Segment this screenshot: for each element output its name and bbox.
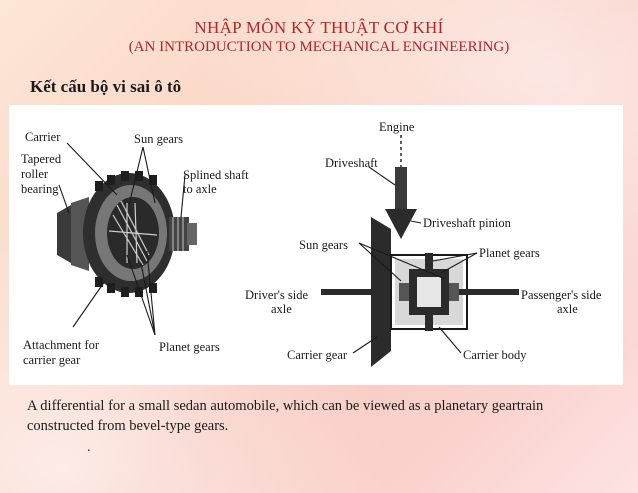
section-heading: Kết cấu bộ vi sai ô tô bbox=[30, 77, 182, 96]
label-splined-shaft: Splined shaft bbox=[183, 168, 249, 182]
differential-figure: Carrier Sun gears Tapered roller bearing… bbox=[9, 105, 623, 385]
right-leader-lines bbox=[352, 166, 478, 354]
label-engine: Engine bbox=[379, 120, 415, 134]
trailing-dot: . bbox=[87, 440, 91, 455]
label-driveshaft: Driveshaft bbox=[325, 156, 378, 170]
label-planet-gears-right: Planet gears bbox=[479, 246, 540, 260]
slide-title-vietnamese: NHẬP MÔN KỸ THUẬT CƠ KHÍ bbox=[194, 18, 444, 37]
label-carrier-gear-left: carrier gear bbox=[23, 353, 81, 367]
label-sun-gears-left: Sun gears bbox=[134, 132, 183, 146]
label-carrier-body: Carrier body bbox=[463, 348, 527, 362]
caption-line-1: A differential for a small sedan automob… bbox=[27, 398, 544, 414]
label-roller: roller bbox=[21, 167, 49, 181]
label-drivers-axle: axle bbox=[271, 302, 292, 316]
label-to-axle: to axle bbox=[183, 182, 217, 196]
label-passengers-side: Passenger's side bbox=[521, 288, 602, 302]
left-leader-lines bbox=[58, 142, 186, 336]
label-driveshaft-pinion: Driveshaft pinion bbox=[423, 216, 512, 230]
label-carrier: Carrier bbox=[25, 130, 61, 144]
label-attachment-for: Attachment for bbox=[23, 338, 100, 352]
label-bearing: bearing bbox=[21, 182, 59, 196]
differential-cutaway-drawing bbox=[57, 171, 197, 297]
label-planet-gears-left: Planet gears bbox=[159, 340, 220, 354]
label-sun-gears-right: Sun gears bbox=[299, 238, 348, 252]
label-tapered: Tapered bbox=[21, 152, 62, 166]
label-carrier-gear-right: Carrier gear bbox=[287, 348, 348, 362]
label-passengers-axle: axle bbox=[557, 302, 578, 316]
slide-title-english: (AN INTRODUCTION TO MECHANICAL ENGINEERI… bbox=[128, 39, 510, 55]
caption-line-2: constructed from bevel-type gears. bbox=[27, 418, 229, 434]
label-drivers-side: Driver's side bbox=[245, 288, 308, 302]
figure-caption: A differential for a small sedan automob… bbox=[27, 396, 627, 436]
